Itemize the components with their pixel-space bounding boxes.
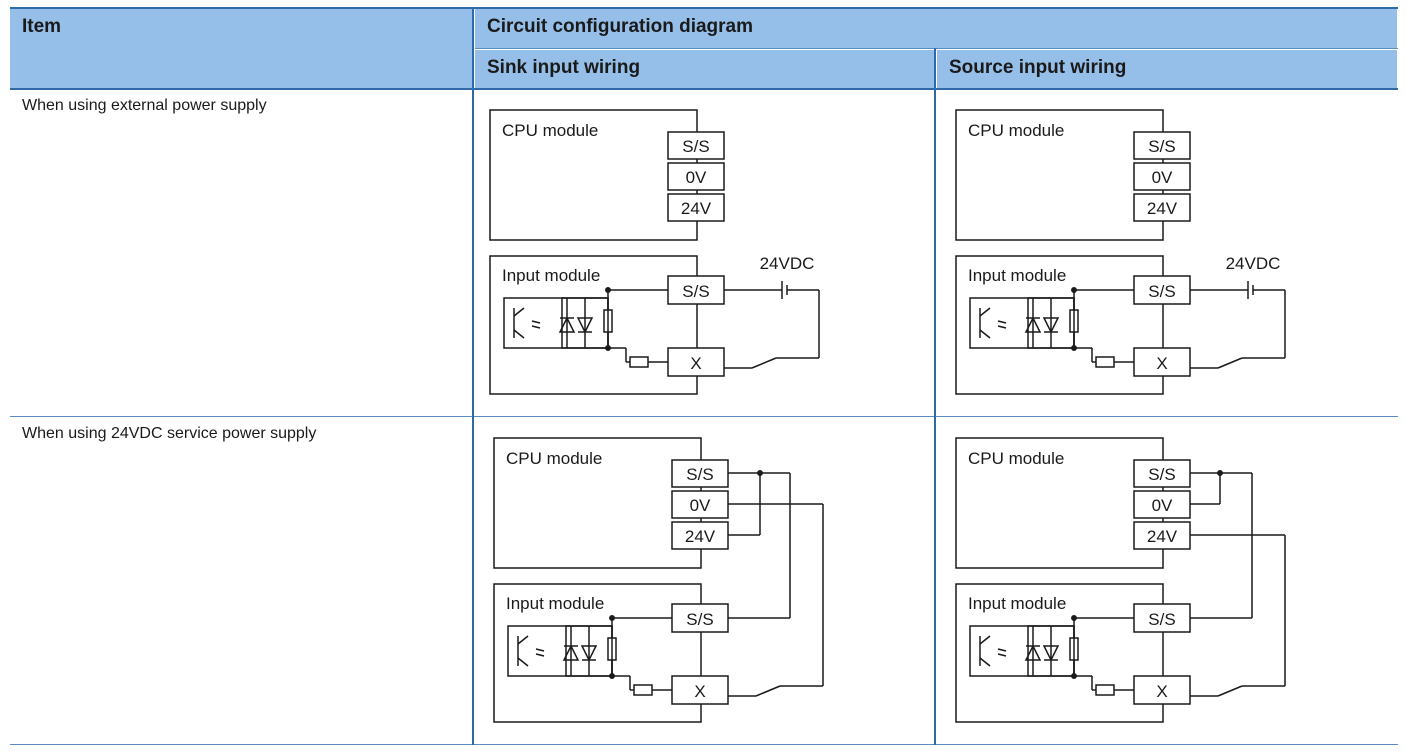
terminal-24v-label: 24V	[681, 199, 712, 218]
input-module-box	[489, 255, 698, 395]
terminal-x-label: X	[694, 682, 705, 701]
header-top-border	[10, 7, 1398, 9]
junction-dot	[1071, 345, 1077, 351]
input-module-label: Input module	[506, 594, 604, 613]
terminal-ss-cpu	[671, 459, 729, 488]
resistor	[633, 684, 653, 696]
junction-dot	[1071, 287, 1077, 293]
terminal-24v	[667, 193, 725, 222]
header-sink-label: Sink input wiring	[487, 57, 641, 78]
junction-dot	[609, 615, 615, 621]
switch-symbol	[755, 685, 781, 697]
terminal-x-label: X	[1156, 682, 1167, 701]
terminal-24v-label: 24V	[1147, 199, 1178, 218]
terminal-24v	[1133, 193, 1191, 222]
junction-dot	[605, 345, 611, 351]
terminal-ss-input-label: S/S	[682, 282, 709, 301]
input-module-box	[493, 583, 702, 723]
cpu-module-label: CPU module	[968, 121, 1064, 140]
terminal-x	[671, 675, 729, 705]
resistor	[1095, 684, 1115, 696]
cpu-module-label: CPU module	[502, 121, 598, 140]
header-item-cell: Item	[10, 8, 473, 89]
terminal-ss-cpu	[1133, 459, 1191, 488]
input-module-label: Input module	[502, 266, 600, 285]
terminal-ss-cpu	[667, 131, 725, 160]
terminal-0v	[667, 162, 725, 191]
switch-symbol	[1217, 357, 1243, 369]
terminal-0v-label: 0V	[1152, 496, 1173, 515]
header-diagram-label: Circuit configuration diagram	[487, 16, 754, 37]
terminal-24v-label: 24V	[685, 527, 716, 546]
junction-dot	[1071, 673, 1077, 679]
junction-dot	[757, 470, 763, 476]
terminal-x-label: X	[1156, 354, 1167, 373]
optocoupler-circuit	[507, 625, 617, 677]
terminal-x	[1133, 675, 1191, 705]
junction-dot	[605, 287, 611, 293]
optocoupler-circuit	[969, 297, 1079, 349]
header-sink-cell: Sink input wiring	[475, 50, 935, 89]
row-divider	[10, 416, 1398, 417]
row-item-external: When using external power supply	[22, 97, 267, 114]
terminal-x	[1133, 347, 1191, 377]
input-module-box	[955, 583, 1164, 723]
junction-dot	[1071, 615, 1077, 621]
column-divider-2	[934, 48, 936, 745]
input-module-label: Input module	[968, 266, 1066, 285]
terminal-ss-input-label: S/S	[1148, 282, 1175, 301]
terminal-ss-input	[667, 275, 725, 305]
terminal-x-label: X	[690, 354, 701, 373]
header-item-label: Item	[22, 16, 62, 37]
terminal-ss-cpu-label: S/S	[1148, 137, 1175, 156]
terminal-ss-cpu	[1133, 131, 1191, 160]
input-module-label: Input module	[968, 594, 1066, 613]
optocoupler-circuit	[503, 297, 613, 349]
cpu-module-label: CPU module	[968, 449, 1064, 468]
terminal-0v-label: 0V	[1152, 168, 1173, 187]
power-24vdc-label: 24VDC	[760, 254, 815, 273]
switch-symbol	[751, 357, 777, 369]
junction-dot	[1217, 470, 1223, 476]
terminal-ss-cpu-label: S/S	[1148, 465, 1175, 484]
terminal-ss-input-label: S/S	[686, 610, 713, 629]
terminal-ss-input	[1133, 275, 1191, 305]
switch-symbol	[1217, 685, 1243, 697]
column-divider-1	[472, 8, 474, 745]
resistor	[1095, 356, 1115, 368]
terminal-0v-label: 0V	[686, 168, 707, 187]
terminal-0v	[671, 490, 729, 519]
junction-dot	[609, 673, 615, 679]
cpu-module-label: CPU module	[506, 449, 602, 468]
header-diagram-cell: Circuit configuration diagram	[475, 8, 1397, 48]
resistor	[629, 356, 649, 368]
header-source-cell: Source input wiring	[937, 50, 1397, 89]
terminal-ss-cpu-label: S/S	[682, 137, 709, 156]
row-item-service: When using 24VDC service power supply	[22, 425, 317, 442]
optocoupler-circuit	[969, 625, 1079, 677]
header-source-label: Source input wiring	[949, 57, 1127, 78]
terminal-0v	[1133, 162, 1191, 191]
terminal-ss-input-label: S/S	[1148, 610, 1175, 629]
terminal-ss-cpu-label: S/S	[686, 465, 713, 484]
input-module-box	[955, 255, 1164, 395]
terminal-0v-label: 0V	[690, 496, 711, 515]
terminal-24v-label: 24V	[1147, 527, 1178, 546]
header-mid-border	[475, 48, 1398, 49]
power-24vdc-label: 24VDC	[1226, 254, 1281, 273]
table-bottom-border	[10, 744, 1398, 745]
header-bottom-border	[10, 88, 1398, 90]
